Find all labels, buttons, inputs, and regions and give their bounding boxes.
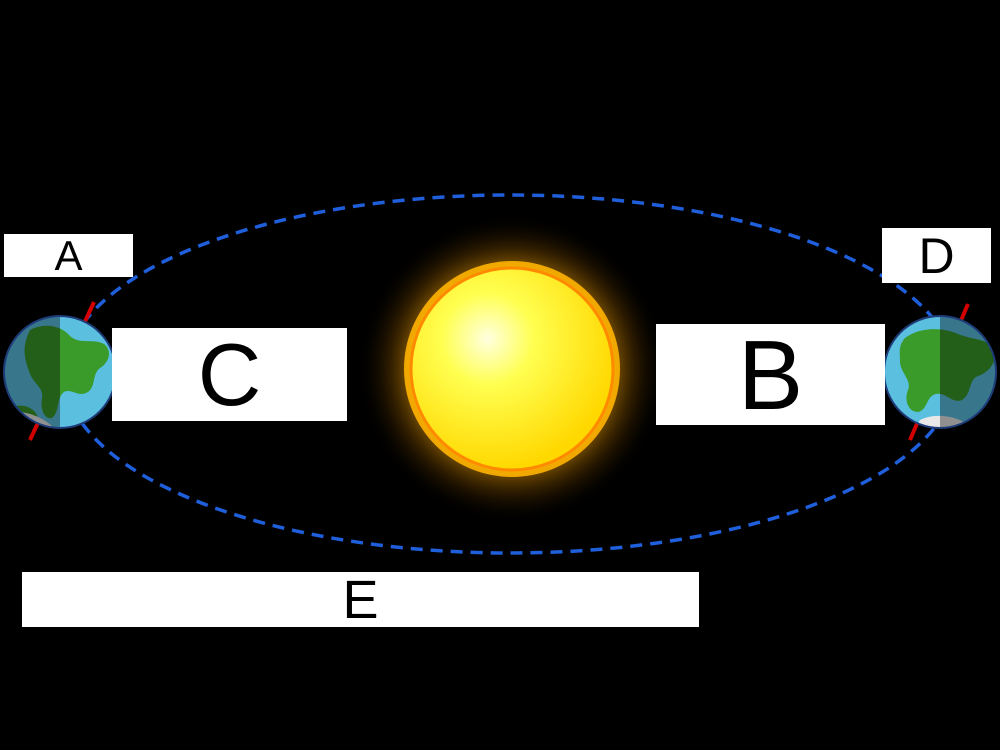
- earth-icon: [883, 303, 997, 441]
- label-d: D: [882, 228, 991, 283]
- label-b: B: [656, 324, 885, 425]
- sun-icon: [404, 261, 620, 477]
- label-e: E: [22, 572, 699, 627]
- label-c: C: [112, 328, 347, 421]
- earth-icon: [3, 301, 117, 441]
- label-a: A: [4, 234, 133, 277]
